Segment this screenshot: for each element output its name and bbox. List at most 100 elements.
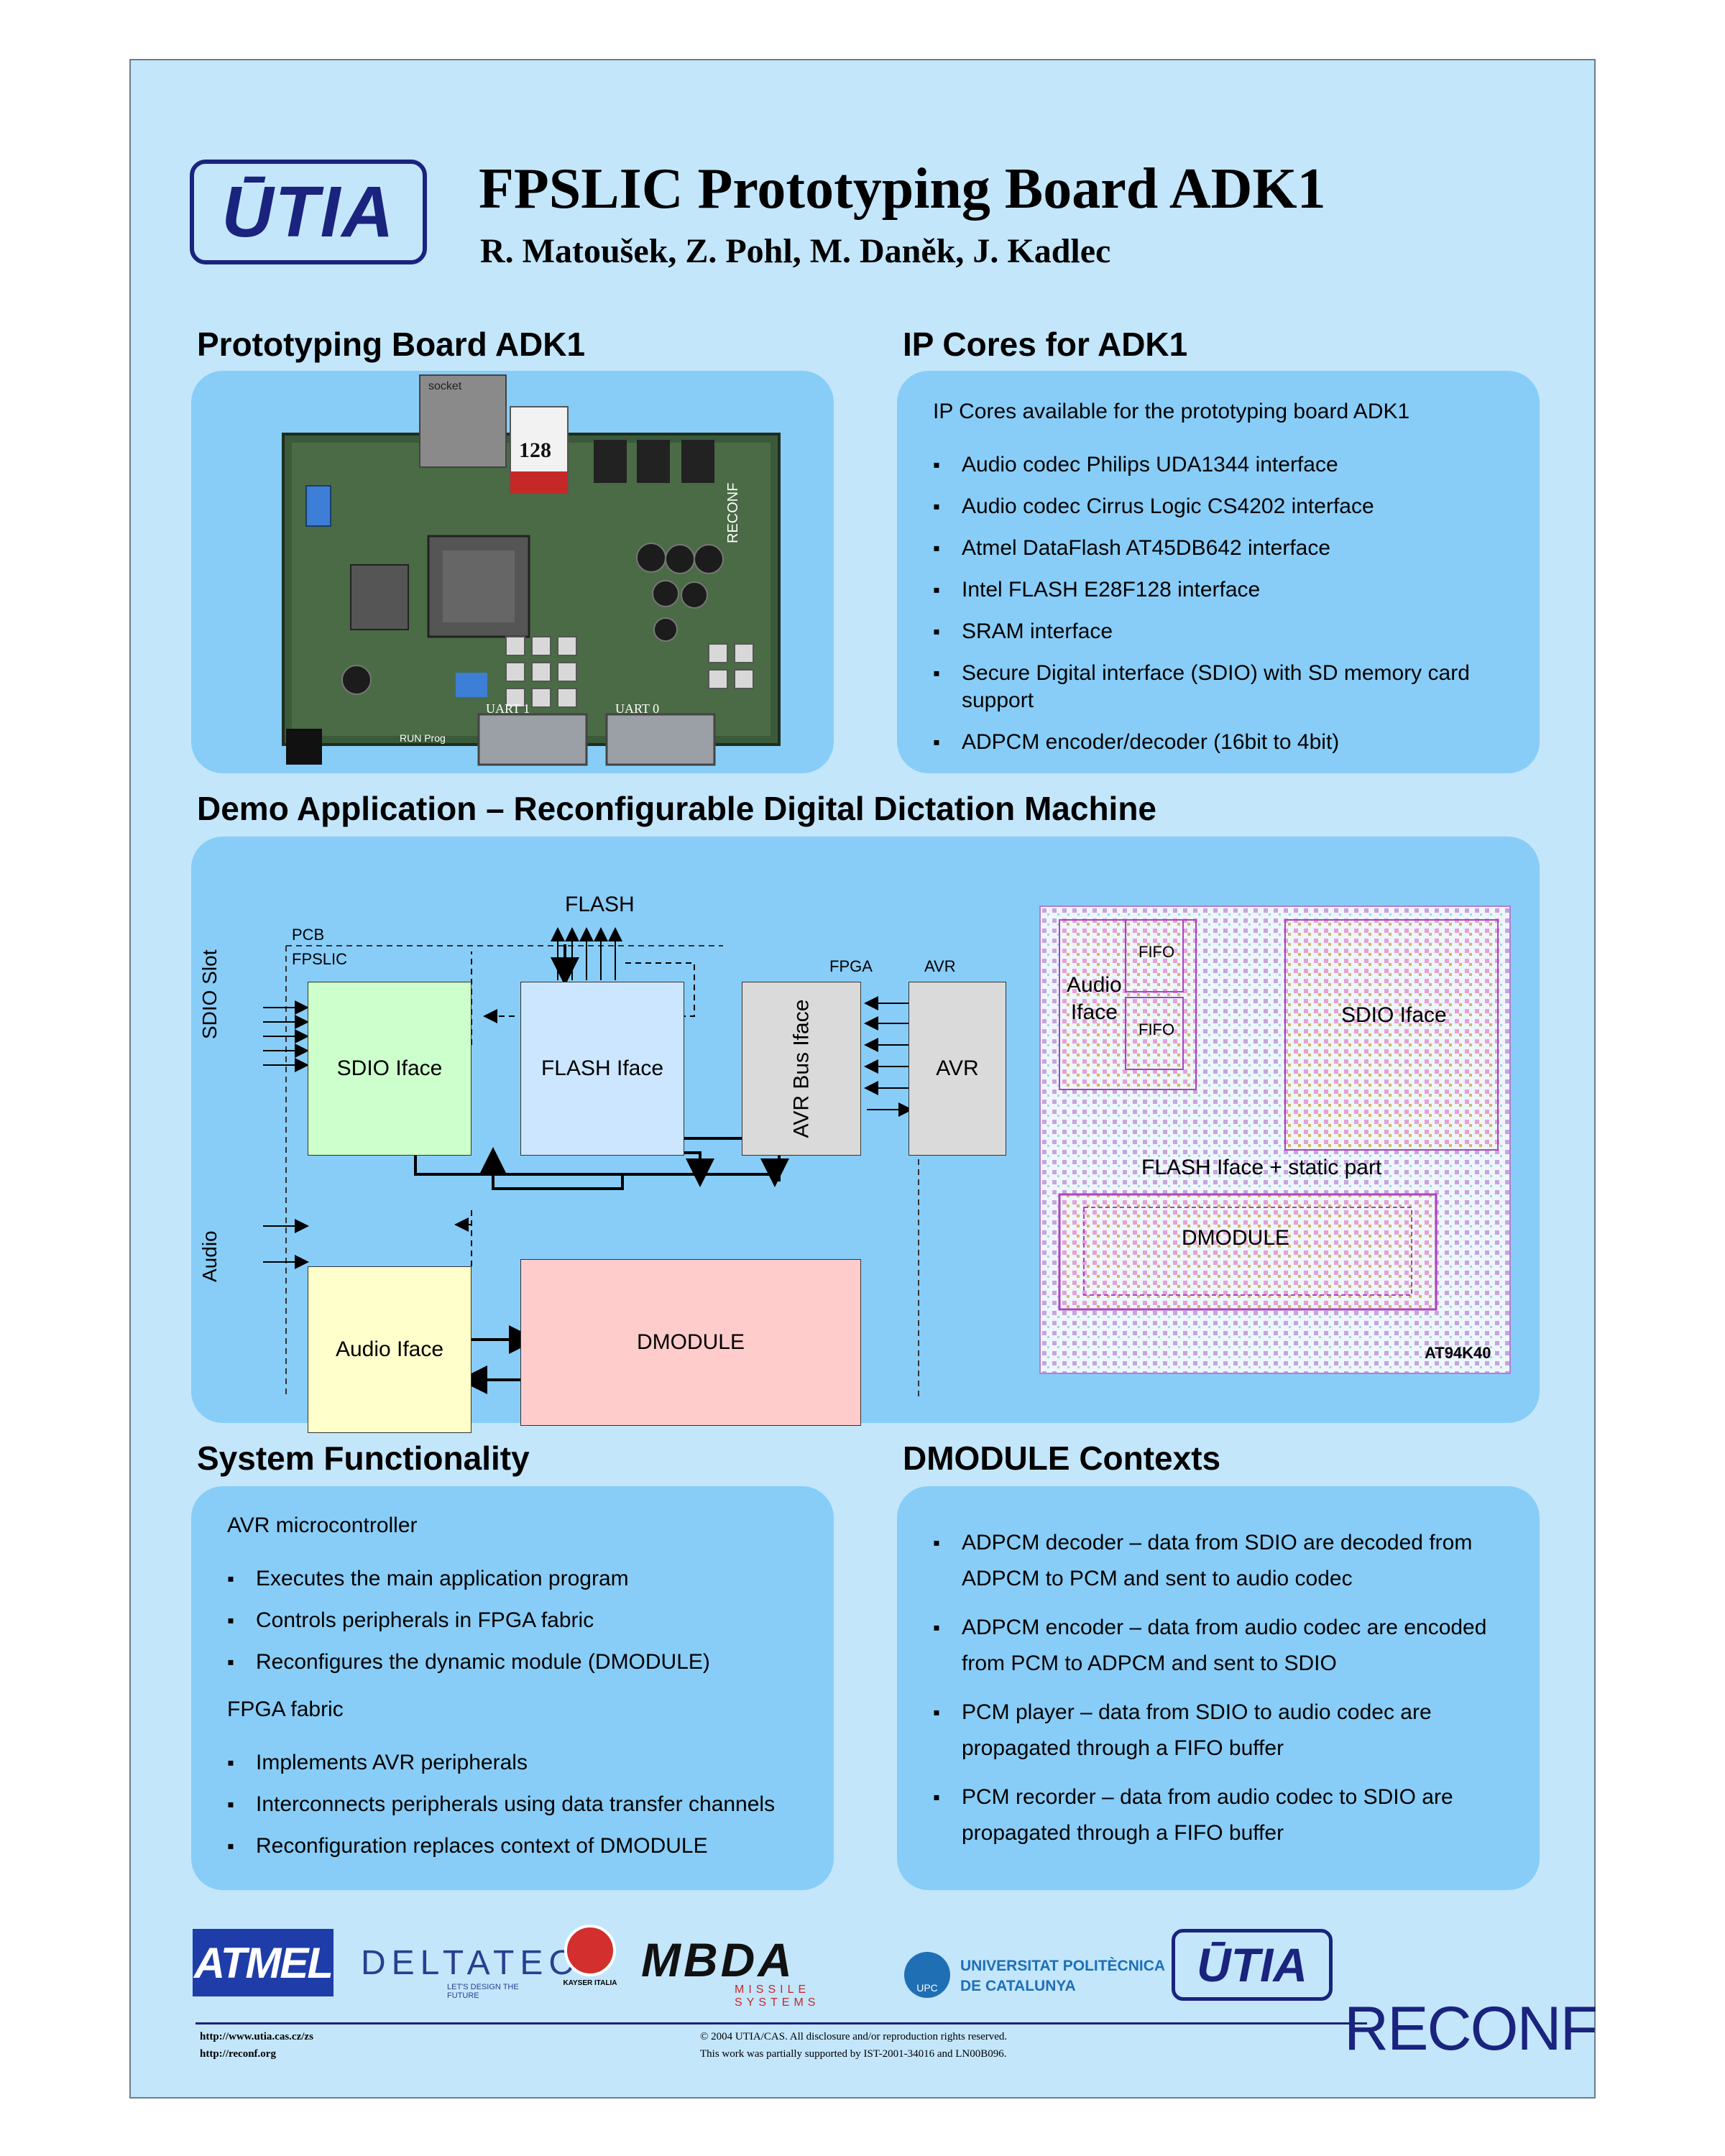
system-panel: AVR microcontroller Executes the main ap… <box>191 1486 834 1890</box>
system-item: Reconfiguration replaces context of DMOD… <box>227 1833 816 1860</box>
atmel-logo: ATMEL <box>193 1929 334 1996</box>
upc-line-2: DE CATALUNYA <box>960 1978 1076 1994</box>
context-item: ADPCM decoder – data from SDIO are decod… <box>933 1525 1515 1597</box>
floorplan-flash-static: FLASH Iface + static part <box>1141 1156 1382 1179</box>
deltatec-logo-text: DELTATEC <box>361 1944 580 1982</box>
footer-copyright: © 2004 UTIA/CAS. All disclosure and/or r… <box>700 2031 1008 2042</box>
demo-heading: Demo Application – Reconfigurable Digita… <box>197 790 1157 827</box>
sdio-iface-block: SDIO Iface <box>308 982 472 1156</box>
flash-chip <box>350 564 409 630</box>
system-heading: System Functionality <box>197 1439 530 1477</box>
block-diagram: FLASH PCB FPSLIC FPGA AVR SDIO Slot Audi… <box>191 837 1018 1433</box>
system-item: Controls peripherals in FPGA fabric <box>227 1607 816 1634</box>
sd-socket-label: socket <box>428 380 462 392</box>
system-group2-title: FPGA fabric <box>227 1697 344 1721</box>
ipcore-item: Audio codec Philips UDA1344 interface <box>933 451 1508 479</box>
system-group1-title: AVR microcontroller <box>227 1514 418 1537</box>
avr-block: AVR <box>908 982 1006 1156</box>
board-panel: socket 128 <box>191 371 834 773</box>
ipcores-panel: IP Cores available for the prototyping b… <box>897 371 1540 773</box>
footer-divider <box>196 2022 1367 2024</box>
floorplan-fifo-2: FIFO <box>1138 1021 1175 1038</box>
floorplan-sdio-iface: SDIO Iface <box>1341 1003 1447 1027</box>
system-item: Reconfigures the dynamic module (DMODULE… <box>227 1649 816 1676</box>
context-item: PCM recorder – data from audio codec to … <box>933 1779 1515 1851</box>
contexts-heading: DMODULE Contexts <box>903 1439 1221 1477</box>
mbda-logo-text: MBDA <box>641 1933 795 1986</box>
ipcore-item: SRAM interface <box>933 618 1508 645</box>
kayser-logo-text: KAYSER ITALIA <box>563 1979 617 1987</box>
board-photo: socket 128 <box>282 374 781 766</box>
fpga-label: FPGA <box>829 957 873 975</box>
deltatec-logo: DELTATEC LET'S DESIGN THE FUTURE <box>361 1943 580 2008</box>
system-item: Executes the main application program <box>227 1565 816 1593</box>
utia-logo: ŪTIA <box>190 160 427 264</box>
audio-label: Audio <box>198 1230 221 1282</box>
audio-iface-block: Audio Iface <box>308 1266 472 1433</box>
avr-bus-iface-label: AVR Bus Iface <box>789 999 813 1138</box>
upc-badge-text: UPC <box>916 1982 938 1994</box>
contexts-panel: ADPCM decoder – data from SDIO are decod… <box>897 1486 1540 1890</box>
upc-emblem-icon: UPC <box>904 1952 950 1998</box>
utia-sponsor-text: ŪTIA <box>1197 1938 1307 1991</box>
context-item: PCM player – data from SDIO to audio cod… <box>933 1695 1515 1766</box>
ipcores-list: Audio codec Philips UDA1344 interface Au… <box>933 451 1508 756</box>
board-brand: RECONF <box>725 483 741 543</box>
flash-label: FLASH <box>565 893 635 916</box>
floorplan-audio-iface: Audio Iface <box>1067 973 1122 1024</box>
push-buttons <box>505 636 754 708</box>
poster-title: FPSLIC Prototyping Board ADK1 <box>479 157 1326 221</box>
dip-switch <box>305 485 331 527</box>
atmel-logo-text: ATMEL <box>193 1938 334 1987</box>
floorplan-fifo-1: FIFO <box>1138 943 1175 961</box>
board-heading: Prototyping Board ADK1 <box>197 326 586 363</box>
ipcore-item: Audio codec Cirrus Logic CS4202 interfac… <box>933 493 1508 520</box>
capacitors <box>341 543 724 695</box>
fpslic-label: FPSLIC <box>292 950 348 968</box>
floorplan-chip-label: AT94K40 <box>1425 1344 1491 1362</box>
uart1-connector <box>477 713 588 766</box>
ipcores-intro: IP Cores available for the prototyping b… <box>933 400 1410 423</box>
fpga-floorplan: Audio Iface FIFO FIFO SDIO Iface FLASH I… <box>1039 906 1511 1374</box>
sd-socket <box>419 374 507 468</box>
poster: ŪTIA FPSLIC Prototyping Board ADK1 R. Ma… <box>129 59 1598 2099</box>
audio-jack-3 <box>681 440 714 483</box>
demo-panel: FLASH PCB FPSLIC FPGA AVR SDIO Slot Audi… <box>191 837 1540 1433</box>
power-jack <box>286 729 322 765</box>
mbda-logo: MBDA MISSILE SYSTEMS <box>641 1933 878 2009</box>
audio-jack-2 <box>637 440 670 483</box>
poster-authors: R. Matoušek, Z. Pohl, M. Daněk, J. Kadle… <box>480 232 1111 270</box>
dmodule-block: DMODULE <box>520 1259 861 1426</box>
uart0-connector <box>605 713 716 766</box>
utia-sponsor-logo: ŪTIA <box>1172 1929 1333 2001</box>
footer-support: This work was partially supported by IST… <box>700 2048 1007 2060</box>
ipcore-item: Atmel DataFlash AT45DB642 interface <box>933 535 1508 562</box>
audio-jack-1 <box>594 440 627 483</box>
sd-card-capacity: 128 <box>519 438 551 462</box>
kayser-emblem-icon <box>564 1925 616 1976</box>
upc-logo: UPC UNIVERSITAT POLITÈCNICA DE CATALUNYA <box>904 1952 1165 2002</box>
uart0-label: UART 0 <box>615 701 659 716</box>
contexts-list: ADPCM decoder – data from SDIO are decod… <box>933 1525 1515 1851</box>
flash-iface-block: FLASH Iface <box>520 982 684 1156</box>
ipcore-item: Secure Digital interface (SDIO) with SD … <box>933 660 1508 714</box>
utia-logo-text: ŪTIA <box>221 171 395 252</box>
system-group2-list: Implements AVR peripherals Interconnects… <box>227 1749 816 1860</box>
kayser-logo: KAYSER ITALIA <box>559 1925 621 1996</box>
upc-line-1: UNIVERSITAT POLITÈCNICA <box>960 1958 1166 1974</box>
system-item: Interconnects peripherals using data tra… <box>227 1791 816 1818</box>
ipcores-heading: IP Cores for ADK1 <box>903 326 1188 363</box>
floorplan-dmodule: DMODULE <box>1182 1226 1290 1250</box>
sdio-slot-label: SDIO Slot <box>198 949 221 1039</box>
ipcore-item: Intel FLASH E28F128 interface <box>933 576 1508 604</box>
run-prog-label: RUN Prog <box>400 732 446 744</box>
footer-url-2: http://reconf.org <box>200 2048 276 2060</box>
footer-url-1: http://www.utia.cas.cz/zs <box>200 2031 313 2042</box>
avr-region-label: AVR <box>924 957 956 975</box>
pcb-label: PCB <box>292 926 325 944</box>
mbda-logo-sub: MISSILE SYSTEMS <box>735 1984 820 2009</box>
avr-bus-iface-block: AVR Bus Iface <box>742 982 861 1156</box>
reconf-logo: RECONF <box>1344 1994 1598 2063</box>
ipcore-item: ADPCM encoder/decoder (16bit to 4bit) <box>933 729 1508 756</box>
system-group1-list: Executes the main application program Co… <box>227 1565 816 1676</box>
